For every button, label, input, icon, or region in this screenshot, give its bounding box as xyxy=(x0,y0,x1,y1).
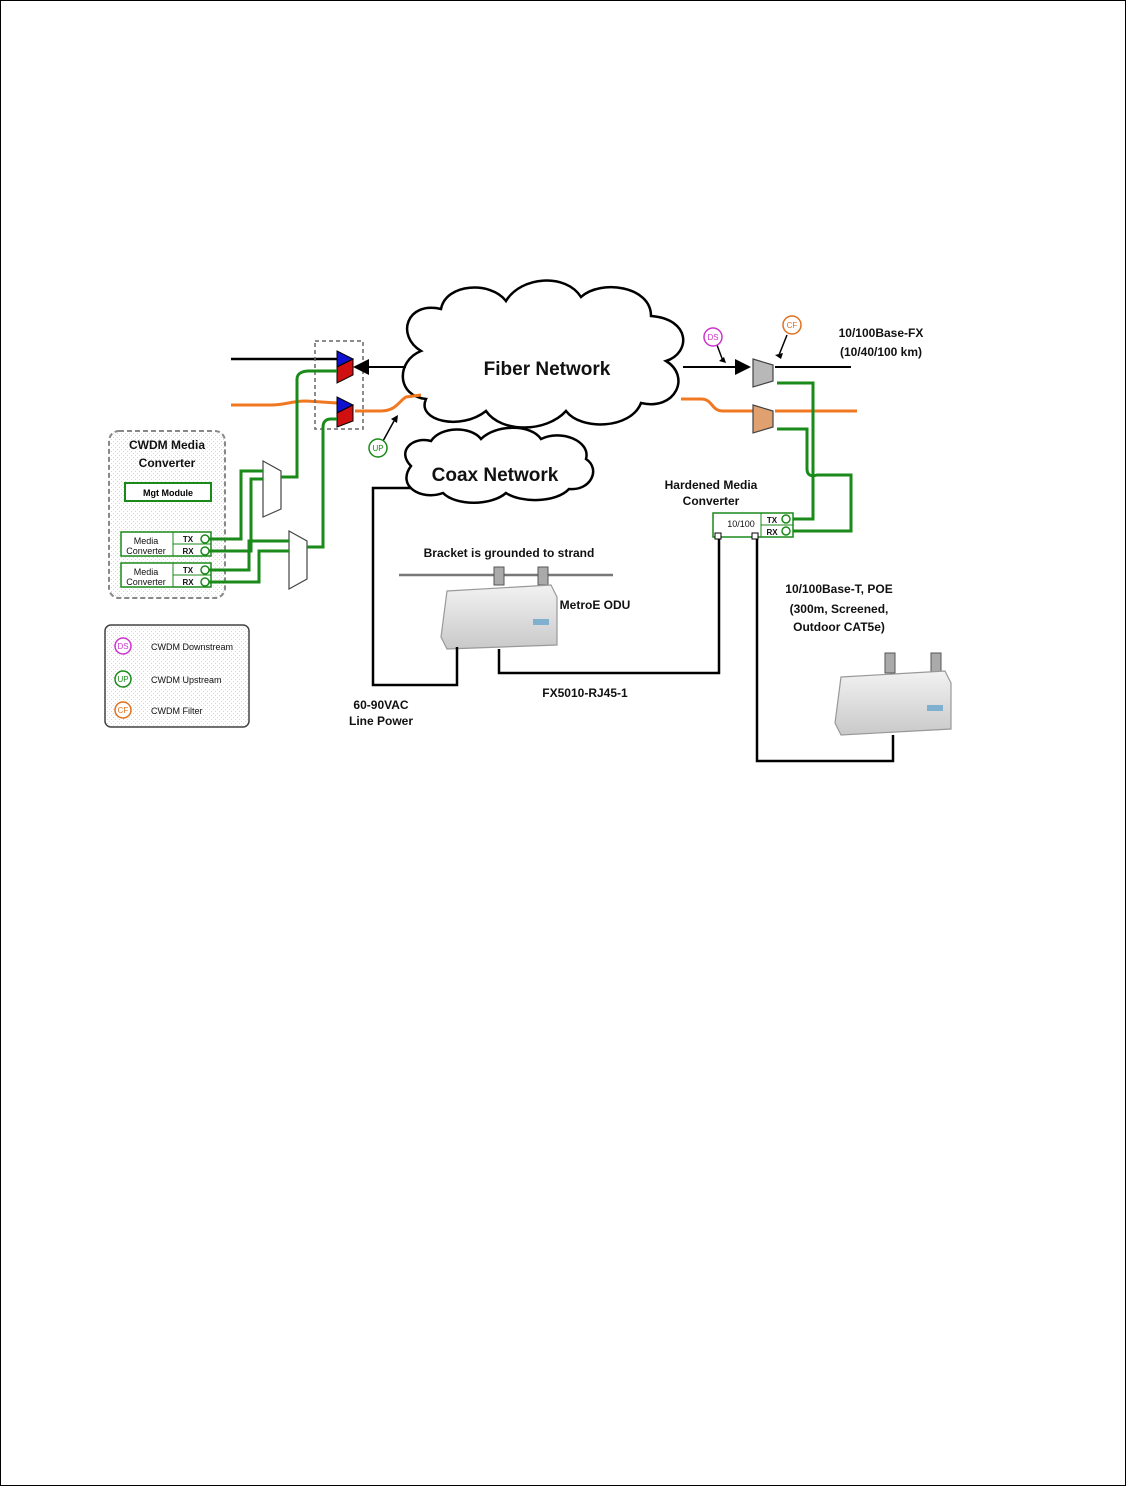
mgt-module xyxy=(124,482,212,502)
fx-distance-label: (10/40/100 km) xyxy=(840,345,922,359)
poe-cable xyxy=(755,539,895,763)
green-hmc-lines xyxy=(777,381,853,533)
svg-text:10/100: 10/100 xyxy=(727,519,755,529)
orange-fiber-link-right xyxy=(681,397,753,413)
hardened-mc-label: Hardened Media xyxy=(665,478,758,492)
svg-text:TX: TX xyxy=(767,516,778,525)
cwdm-filter-bottom xyxy=(752,404,774,434)
cwdm-mux-top xyxy=(336,350,355,384)
media-converter-2: Media Converter TX RX xyxy=(120,562,212,588)
media-converter-1: Media Converter TX RX xyxy=(120,531,212,557)
svg-text:RX: RX xyxy=(766,528,778,537)
svg-text:Converter: Converter xyxy=(126,546,166,556)
green-patch-lines xyxy=(209,369,337,584)
svg-text:CWDM Upstream: CWDM Upstream xyxy=(151,675,222,685)
svg-text:TX: TX xyxy=(183,566,194,575)
svg-text:UP: UP xyxy=(372,444,383,453)
poe-label-line2: (300m, Screened, xyxy=(790,602,889,616)
bracket-label: Bracket is grounded to strand xyxy=(424,546,595,560)
poe-label-line3: Outdoor CAT5e) xyxy=(793,620,885,634)
cf-badge: CF xyxy=(775,315,802,359)
svg-text:CF: CF xyxy=(118,706,129,715)
mux-dashed-box xyxy=(314,340,364,430)
up-badge: UP xyxy=(368,415,398,458)
ds-badge: DS xyxy=(703,327,726,363)
fx5010-cable xyxy=(497,539,721,675)
cwdm-mux-bottom xyxy=(336,396,355,428)
metroe-odu xyxy=(440,566,558,650)
legend-item-upstream: UP CWDM Upstream xyxy=(114,670,222,688)
mgt-module-label: Mgt Module xyxy=(143,488,193,498)
svg-text:CWDM Downstream: CWDM Downstream xyxy=(151,642,233,652)
legend: DS CWDM Downstream UP CWDM Upstream CF C… xyxy=(104,624,250,728)
svg-text:TX: TX xyxy=(183,535,194,544)
power-label: 60-90VAC xyxy=(353,698,408,712)
svg-text:CWDM Filter: CWDM Filter xyxy=(151,706,203,716)
coax-network-cloud: Coax Network xyxy=(404,426,595,504)
svg-text:RX: RX xyxy=(182,547,194,556)
orange-fiber-link-left xyxy=(355,393,422,413)
fiber-network-label: Fiber Network xyxy=(484,359,611,380)
svg-text:Converter: Converter xyxy=(126,577,166,587)
svg-text:UP: UP xyxy=(117,675,128,684)
coax-network-label: Coax Network xyxy=(432,465,559,486)
coax-power-cable xyxy=(371,486,459,687)
svg-text:Media: Media xyxy=(134,567,159,577)
legend-item-downstream: DS CWDM Downstream xyxy=(114,637,233,655)
svg-text:DS: DS xyxy=(707,333,718,342)
power-label-line2: Line Power xyxy=(349,714,413,728)
cwdm-box-title: CWDM Media xyxy=(129,438,205,452)
legend-item-filter: CF CWDM Filter xyxy=(114,701,203,719)
orange-input-line xyxy=(231,399,338,407)
cwdm-filter-top xyxy=(752,358,774,388)
svg-text:CF: CF xyxy=(787,321,798,330)
cable-label: FX5010-RJ45-1 xyxy=(542,686,628,700)
cwdm-box-title-line2: Converter xyxy=(139,456,196,470)
cwdm-media-converter-box: CWDM Media Converter Mgt Module Media Co… xyxy=(108,430,226,599)
fx-label: 10/100Base-FX xyxy=(839,326,924,340)
combiner-bottom xyxy=(288,529,308,591)
fiber-network-cloud: Fiber Network xyxy=(401,279,685,429)
svg-text:DS: DS xyxy=(117,642,128,651)
svg-text:RX: RX xyxy=(182,578,194,587)
combiner-top xyxy=(262,459,282,518)
poe-label: 10/100Base-T, POE xyxy=(785,582,892,596)
svg-text:Media: Media xyxy=(134,536,159,546)
hardened-mc-label-line2: Converter xyxy=(683,494,740,508)
hardened-media-converter: 10/100 TX RX xyxy=(712,512,794,540)
metroe-odu-label: MetroE ODU xyxy=(560,598,631,612)
remote-odu xyxy=(834,652,952,736)
